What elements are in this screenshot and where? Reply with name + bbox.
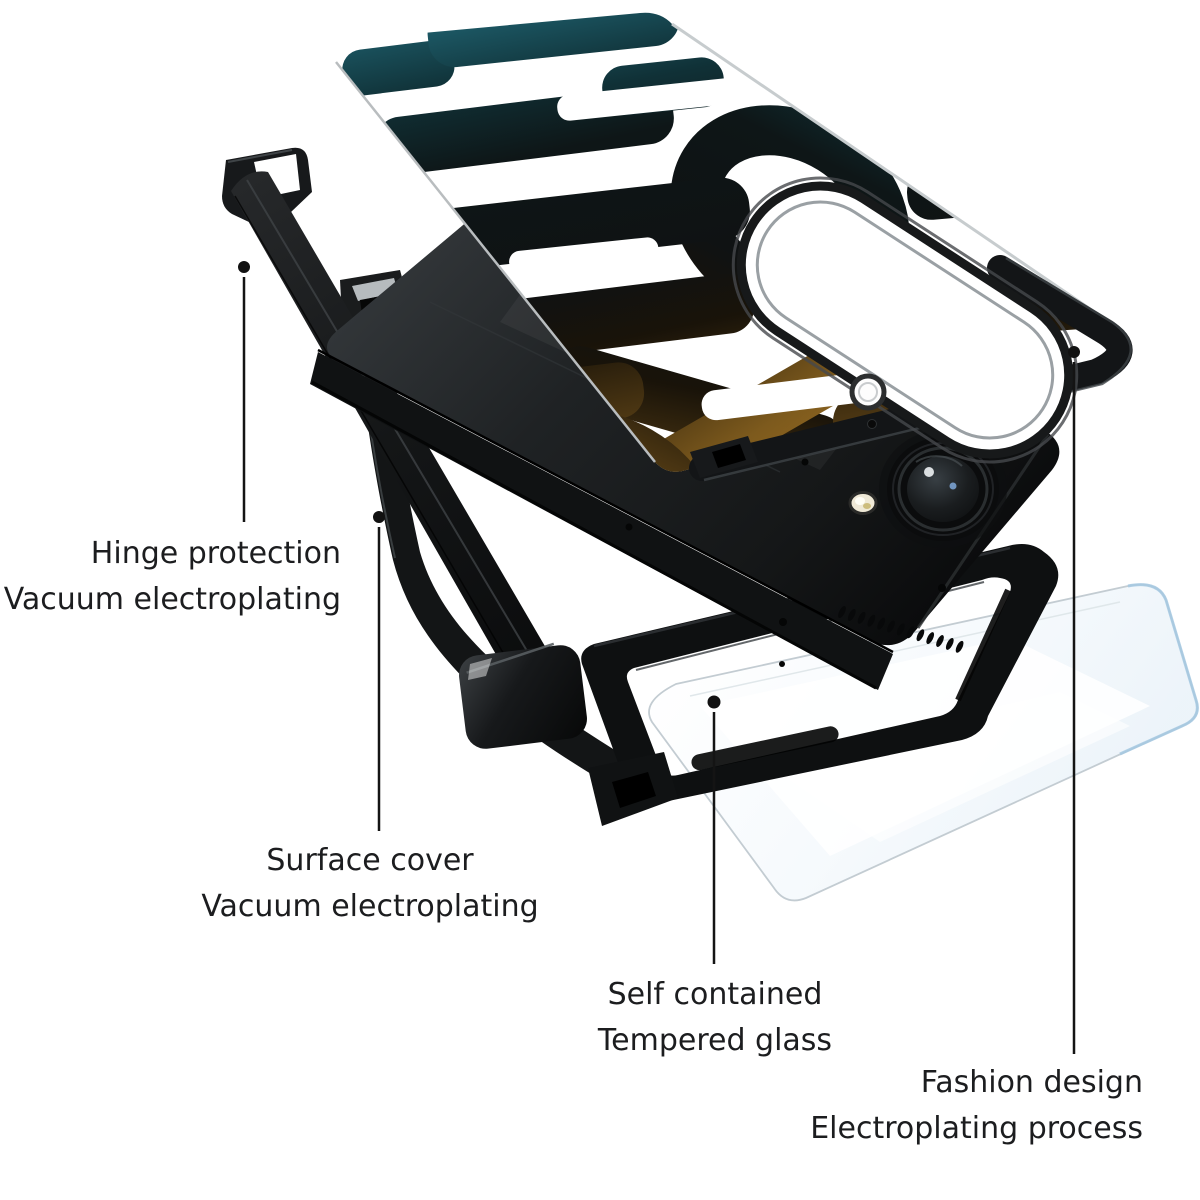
- callout-line: Tempered glass: [597, 1023, 833, 1058]
- speaker-grille: [838, 606, 964, 653]
- callout-line: Surface cover: [266, 843, 474, 878]
- callout-surface-cover: Surface cover Vacuum electroplating: [170, 838, 570, 930]
- callout-leaders: [242, 277, 1076, 1054]
- callout-line: Electroplating process: [810, 1111, 1143, 1146]
- phone-flash-led: [848, 491, 878, 515]
- callout-hinge-protection: Hinge protection Vacuum electroplating: [0, 531, 341, 623]
- callout-line: Vacuum electroplating: [201, 889, 539, 924]
- callout-line: Hinge protection: [90, 536, 341, 571]
- phone-camera-lens: [879, 430, 1007, 548]
- callout-line: Fashion design: [920, 1065, 1143, 1100]
- callout-line: Self contained: [607, 977, 823, 1012]
- callout-fashion-design: Fashion design Electroplating process: [700, 1060, 1143, 1152]
- callout-line: Vacuum electroplating: [3, 582, 341, 617]
- flash-hole: [849, 373, 887, 411]
- callout-tempered-glass: Self contained Tempered glass: [515, 972, 915, 1064]
- callout-dots: [238, 261, 1080, 709]
